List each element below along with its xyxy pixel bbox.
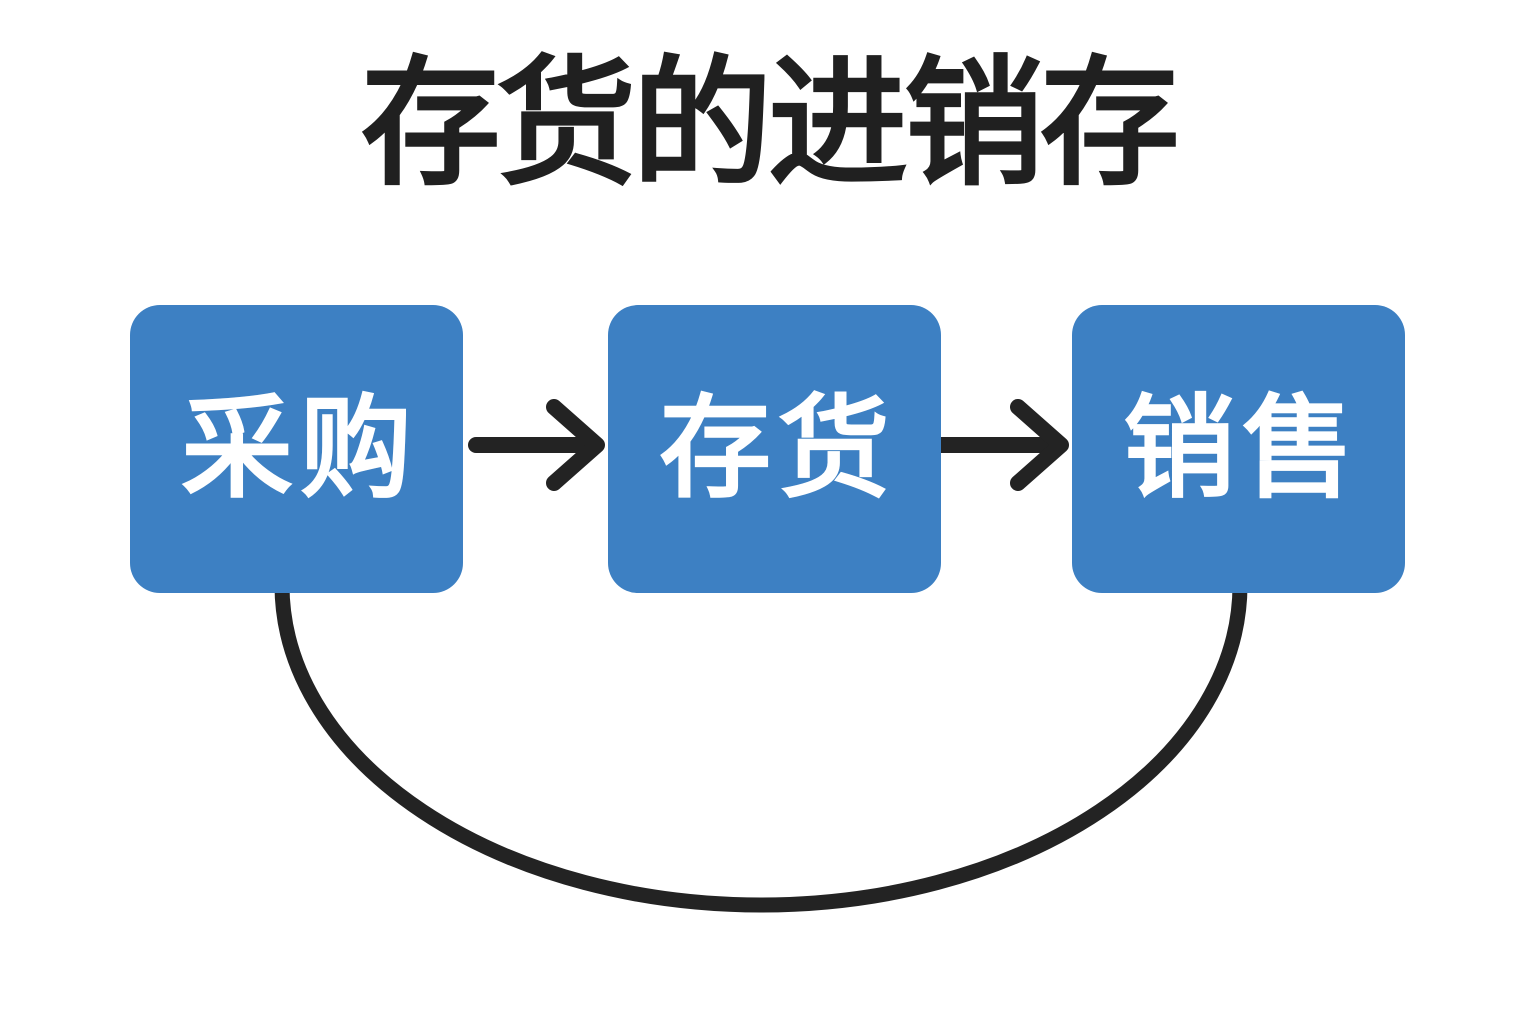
node-sales: 销售 [1072, 305, 1405, 593]
node-procurement: 采购 [130, 305, 463, 593]
arrow-right-icon [468, 399, 605, 491]
page-title: 存货的进销存 [360, 45, 1180, 202]
node-label: 存货 [659, 386, 897, 511]
node-label: 销售 [1123, 386, 1361, 511]
arrow-right-icon [932, 399, 1069, 491]
loop-connector [274, 577, 1248, 913]
node-inventory: 存货 [608, 305, 941, 593]
node-label: 采购 [181, 386, 419, 511]
